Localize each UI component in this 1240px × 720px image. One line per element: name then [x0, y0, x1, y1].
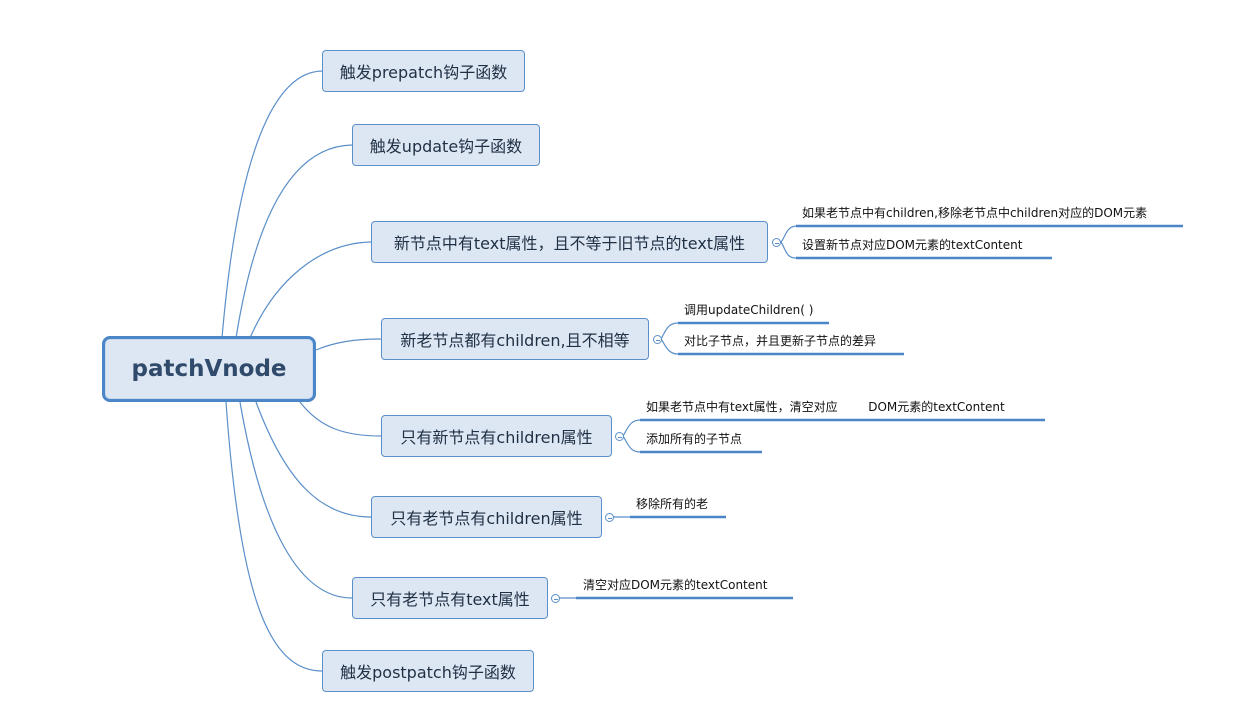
branch-label: 新老节点都有children,且不相等 — [400, 331, 630, 350]
connector-leaf-5a — [622, 419, 641, 437]
branch-old-children[interactable]: 只有老节点有children属性 — [371, 496, 602, 538]
leaf-both-children-1: 调用updateChildren( ) — [684, 303, 814, 317]
leaf-new-children-1: 如果老节点中有text属性，清空对应 DOM元素的textContent — [646, 400, 1005, 414]
connector-old-children — [255, 401, 372, 518]
branch-label: 触发update钩子函数 — [369, 137, 523, 156]
branch-label: 只有新节点有children属性 — [400, 428, 593, 447]
leaf-old-text-1: 清空对应DOM元素的textContent — [583, 578, 768, 592]
leaf-both-children-2: 对比子节点，并且更新子节点的差异 — [684, 334, 877, 348]
branch-both-children[interactable]: 新老节点都有children,且不相等 — [381, 318, 649, 360]
collapse-toggle-icon[interactable] — [615, 432, 624, 441]
branch-new-children[interactable]: 只有新节点有children属性 — [381, 415, 612, 457]
leaf-new-children-2: 添加所有的子节点 — [646, 432, 743, 446]
branch-label: 触发prepatch钩子函数 — [339, 63, 508, 82]
connector-prepatch — [221, 70, 323, 339]
connector-leaf-4b — [660, 338, 679, 355]
connector-leaf-5b — [622, 435, 641, 453]
collapse-toggle-icon[interactable] — [605, 513, 614, 522]
connector-both-children — [315, 338, 382, 351]
branch-postpatch[interactable]: 触发postpatch钩子函数 — [322, 650, 534, 692]
connector-leaf-3a — [780, 225, 797, 243]
leaf-text-diff-2: 设置新节点对应DOM元素的textContent — [802, 238, 1023, 252]
leaf-old-children-1: 移除所有的老 — [636, 497, 709, 511]
branch-label: 只有老节点有text属性 — [370, 590, 530, 609]
collapse-toggle-icon[interactable] — [551, 594, 560, 603]
connector-update — [235, 144, 353, 339]
connector-new-children — [299, 401, 382, 437]
branch-label: 新节点中有text属性，且不等于旧节点的text属性 — [393, 234, 746, 253]
root-label: patchVnode — [131, 356, 287, 382]
connector-leaf-3b — [780, 241, 797, 259]
root-node[interactable]: patchVnode — [102, 336, 316, 402]
connector-text-diff — [249, 241, 372, 339]
connector-old-text — [239, 401, 353, 599]
branch-text-diff[interactable]: 新节点中有text属性，且不等于旧节点的text属性 — [371, 221, 768, 263]
leaf-text-diff-1: 如果老节点中有children,移除老节点中children对应的DOM元素 — [802, 206, 1148, 220]
connector-leaf-4a — [660, 322, 679, 340]
branch-update[interactable]: 触发update钩子函数 — [352, 124, 540, 166]
branch-old-text[interactable]: 只有老节点有text属性 — [352, 577, 548, 619]
branch-prepatch[interactable]: 触发prepatch钩子函数 — [322, 50, 525, 92]
collapse-toggle-icon[interactable] — [772, 238, 781, 247]
branch-label: 只有老节点有children属性 — [390, 509, 583, 528]
branch-label: 触发postpatch钩子函数 — [340, 663, 516, 682]
connector-postpatch — [225, 401, 323, 672]
collapse-toggle-icon[interactable] — [653, 335, 662, 344]
